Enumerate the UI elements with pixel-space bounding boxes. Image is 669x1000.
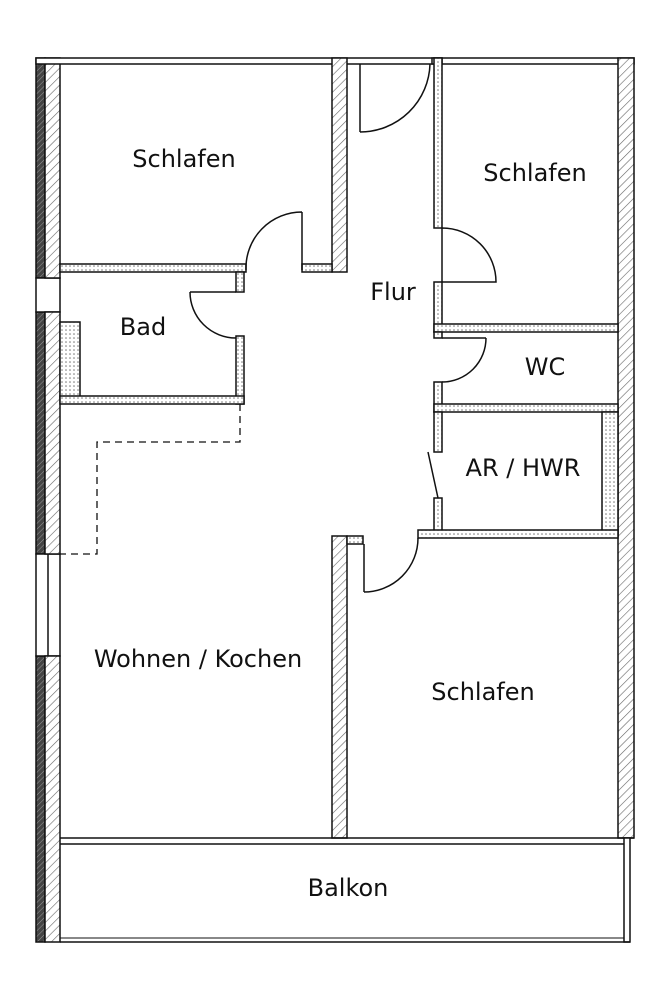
balcony [60, 837, 634, 943]
left-wall-hatch-top [44, 57, 61, 279]
wall-ne-bedroom-south [433, 323, 619, 333]
door-bad [189, 291, 237, 339]
interior-walls [59, 57, 619, 839]
left-wall-cladding-mid [35, 311, 46, 555]
kitchen-outline [60, 404, 241, 555]
wall-ar-east [601, 411, 619, 537]
left-wall-cladding-bot [35, 655, 46, 943]
doors [189, 63, 497, 593]
label-wc: WC [525, 353, 566, 381]
wall-ar-south [417, 529, 619, 539]
wall-bad-east-upper [235, 271, 245, 293]
door-entry [359, 63, 431, 133]
label-flur: Flur [370, 278, 416, 306]
label-schlafen-se: Schlafen [431, 678, 534, 706]
wall-central-lower [331, 535, 348, 839]
label-balkon: Balkon [308, 874, 389, 902]
door-ar-hwr [427, 451, 439, 499]
left-wall-hatch-bot [44, 655, 61, 943]
right-wall [617, 57, 635, 839]
label-wohnen-kochen: Wohnen / Kochen [94, 645, 302, 673]
wall-ar-west-upper [433, 411, 443, 453]
label-ar-hwr: AR / HWR [466, 454, 581, 482]
left-wall-hatch-mid [44, 311, 61, 555]
wall-central-upper [331, 57, 348, 273]
door-nw-bedroom [245, 211, 303, 271]
wall-se-bedroom-north-left [346, 535, 364, 545]
left-wall-cladding-top [35, 57, 46, 279]
wall-wc-south [433, 403, 619, 413]
balcony-rail-right [623, 837, 631, 943]
wall-nw-bedroom-south-right [301, 263, 333, 273]
door-se-bedroom [363, 537, 419, 593]
exterior-walls [35, 57, 635, 943]
wall-bad-east-lower [235, 335, 245, 405]
label-schlafen-nw: Schlafen [132, 145, 235, 173]
label-schlafen-ne: Schlafen [483, 159, 586, 187]
wall-ne-bedroom-west-upper [433, 57, 443, 229]
wall-bad-shaft [59, 321, 81, 399]
wall-wc-west [433, 331, 443, 339]
door-wc [441, 337, 487, 383]
left-wall-window-1 [35, 277, 61, 313]
wall-nw-bedroom-south-left [59, 263, 247, 273]
wall-bad-south [59, 395, 245, 405]
door-ne-bedroom [441, 227, 497, 283]
label-bad: Bad [120, 313, 166, 341]
